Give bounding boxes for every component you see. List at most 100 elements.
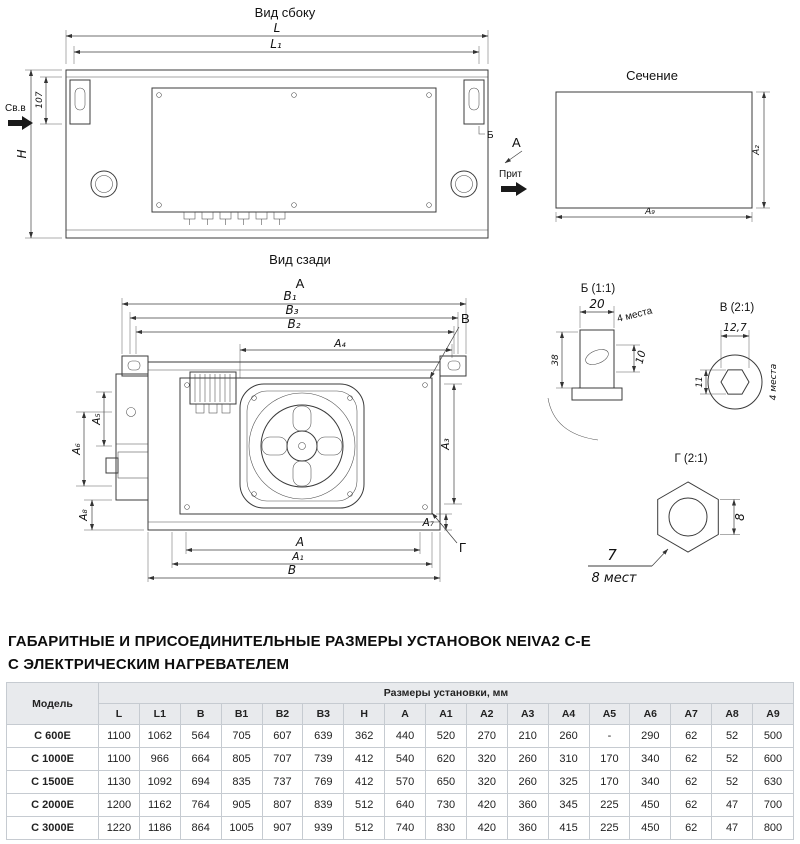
dim-cell: 540 [384, 747, 426, 771]
dim-cell: 62 [670, 793, 713, 817]
dim-A1: А₁ [291, 551, 303, 563]
dim-cell: 450 [629, 816, 672, 840]
dim-cell: 939 [302, 816, 345, 840]
dim-cell: 420 [465, 793, 508, 817]
dim-cell: 1100 [98, 724, 140, 748]
col-header-B: B [179, 703, 222, 725]
col-header-B1: B1 [220, 703, 263, 725]
detail-b-tick [478, 126, 485, 135]
detail-b-geometry [547, 306, 640, 441]
rear-view-side-dimensions [76, 383, 462, 531]
dim-cell: 170 [588, 770, 631, 794]
dim-cell: 440 [384, 724, 426, 748]
dim-cell: 62 [670, 724, 713, 748]
dim-cell: 360 [506, 793, 549, 817]
dim-cell: 450 [629, 793, 672, 817]
dim-38: 38 [551, 354, 561, 366]
dim-cell: 864 [179, 816, 222, 840]
dim-cell: 225 [588, 816, 631, 840]
callout-g-leader [431, 512, 458, 544]
detail-g-places: 8 мест [592, 571, 637, 586]
dim-cell: 1162 [138, 793, 181, 817]
dim-A4: A₄ [333, 338, 346, 350]
dim-cell: 512 [343, 816, 386, 840]
dim-cell: 290 [629, 724, 672, 748]
dim-B3: B₃ [285, 303, 298, 317]
technical-drawing: Вид сбоку L L₁ 107 H [5, 5, 779, 586]
dim-10: 10 [634, 349, 649, 365]
dim-cell: 1005 [220, 816, 263, 840]
dim-8: 8 [733, 513, 747, 521]
dim-cell: 512 [343, 793, 386, 817]
dim-cell: 1220 [98, 816, 140, 840]
dim-B: B [288, 563, 296, 577]
dim-cell: 907 [261, 816, 304, 840]
col-header-A5: A5 [588, 703, 631, 725]
side-view: Вид сбоку L L₁ 107 H [5, 5, 527, 239]
rear-view-body [105, 355, 467, 531]
dim-cell: 740 [384, 816, 426, 840]
col-header-model: Модель [6, 682, 99, 725]
dim-A2: A₂ [752, 145, 762, 156]
col-header-A: A [384, 703, 426, 725]
section-a-arrow-icon [504, 150, 523, 164]
dim-cell: 320 [465, 770, 508, 794]
fan-assembly [239, 383, 365, 509]
dim-cell: 1186 [138, 816, 181, 840]
dim-cell: 1200 [98, 793, 140, 817]
dim-cell: 420 [465, 816, 508, 840]
callout-v-leader [429, 326, 460, 379]
col-header-A6: A6 [629, 703, 672, 725]
dim-cell: 694 [179, 770, 222, 794]
model-cell: C 600E [6, 724, 99, 748]
dim-cell: 340 [629, 747, 672, 771]
detail-v-places: 4 места [769, 364, 779, 401]
detail-v-geometry [700, 330, 763, 410]
dim-cell: 170 [588, 747, 631, 771]
dim-A8: A₈ [78, 509, 90, 522]
detail-g-title: Г (2:1) [674, 453, 707, 465]
detail-v-title: В (2:1) [720, 302, 755, 314]
label-section-a-mark: А [512, 135, 521, 150]
dim-H: H [15, 149, 29, 158]
dim-cell: 47 [711, 793, 753, 817]
dim-cell: 520 [425, 724, 467, 748]
section-outline [555, 91, 753, 209]
col-header-A4: A4 [547, 703, 590, 725]
rear-view-title: Вид сзади [269, 252, 331, 267]
dim-L: L [274, 21, 281, 35]
side-view-body [65, 69, 489, 239]
dim-B1: B₁ [283, 289, 296, 303]
dim-cell: 1100 [98, 747, 140, 771]
col-header-B3: B3 [302, 703, 345, 725]
col-header-A8: A8 [711, 703, 753, 725]
supply-air-arrow-icon [501, 182, 527, 196]
dim-cell: 260 [547, 724, 590, 748]
dim-cell: 830 [425, 816, 467, 840]
dim-cell: 570 [384, 770, 426, 794]
dim-cell: 966 [138, 747, 181, 771]
dim-cell: 225 [588, 793, 631, 817]
dim-cell: 705 [220, 724, 263, 748]
heading-line1: ГАБАРИТНЫЕ И ПРИСОЕДИНИТЕЛЬНЫЕ РАЗМЕРЫ У… [8, 633, 591, 650]
rear-view-mark: А [296, 276, 305, 291]
heater-element [189, 371, 237, 414]
section-heading: ГАБАРИТНЫЕ И ПРИСОЕДИНИТЕЛЬНЫЕ РАЗМЕРЫ У… [8, 631, 792, 676]
dim-cell: 600 [752, 747, 794, 771]
dim-cell: 325 [547, 770, 590, 794]
dim-cell: 260 [506, 770, 549, 794]
dim-cell: 415 [547, 816, 590, 840]
note-7: 7 [607, 546, 617, 564]
dim-cell: 730 [425, 793, 467, 817]
dim-cell: 640 [384, 793, 426, 817]
label-detail-b-mark: Б [487, 130, 494, 141]
model-cell: C 1000E [6, 747, 99, 771]
dim-cell: 412 [343, 747, 386, 771]
col-header-A3: A3 [506, 703, 549, 725]
fresh-air-arrow-icon [8, 116, 33, 130]
dim-cell: 905 [220, 793, 263, 817]
dim-cell: 650 [425, 770, 467, 794]
